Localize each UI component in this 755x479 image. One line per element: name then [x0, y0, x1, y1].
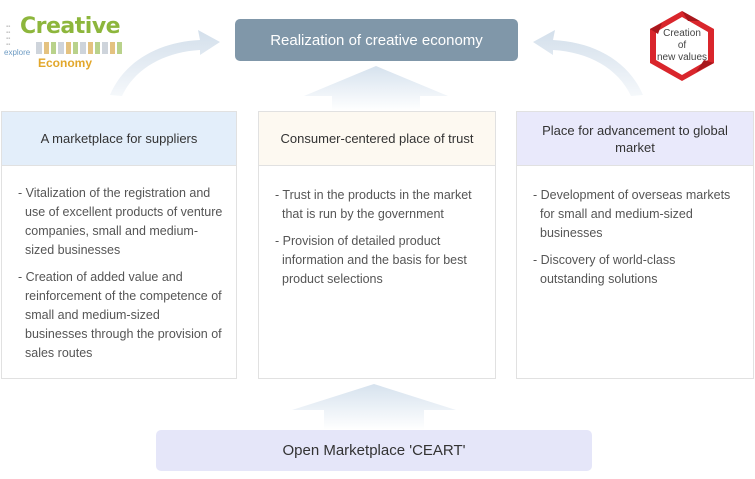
red-ribbon-icon [650, 11, 714, 81]
top-goal-title: Realization of creative economy [270, 31, 483, 49]
list-item: - Trust in the products in the market th… [275, 188, 472, 221]
column-list: - Development of overseas markets for sm… [533, 186, 741, 297]
up-arrow-top-center [304, 66, 448, 111]
creative-economy-logo: ▪▪▪▪▪▪▪▪ explore Creative Economy [0, 12, 130, 82]
column-suppliers: A marketplace for suppliers - Vitalizati… [1, 111, 237, 379]
list-item: - Provision of detailed product informat… [275, 234, 467, 286]
wordcloud-word: explore [4, 48, 31, 57]
logo-sub-word: Economy [38, 56, 93, 70]
wordcloud-filler-row [36, 42, 122, 54]
column-title: A marketplace for suppliers [2, 112, 236, 166]
badge-line-3: new values [656, 52, 708, 63]
badge-text: Creation of new values [644, 28, 720, 64]
badge-line-1: Creation [663, 28, 701, 39]
curved-arrow-right [533, 30, 643, 96]
curved-arrow-left [110, 30, 220, 96]
column-consumer-trust: Consumer-centered place of trust - Trust… [258, 111, 496, 379]
badge-line-2: of [677, 40, 687, 51]
wordcloud-filler: ▪▪▪▪▪▪▪▪ [6, 24, 11, 48]
top-goal-banner: Realization of creative economy [235, 19, 518, 61]
column-title: Place for advancement to global market [517, 112, 753, 166]
list-item: - Creation of added value and reinforcem… [18, 270, 222, 360]
column-global-market: Place for advancement to global market -… [516, 111, 754, 379]
new-values-badge: Creation of new values [644, 8, 720, 84]
list-item: - Development of overseas markets for sm… [533, 188, 731, 240]
foundation-banner: Open Marketplace 'CEART' [156, 430, 592, 471]
up-arrow-bottom-center [292, 384, 456, 430]
column-title: Consumer-centered place of trust [259, 112, 495, 166]
list-item: - Discovery of world-class outstanding s… [533, 253, 676, 286]
column-list: - Trust in the products in the market th… [275, 186, 483, 297]
foundation-title: Open Marketplace 'CEART' [282, 442, 466, 459]
list-item: - Vitalization of the registration and u… [18, 186, 223, 257]
column-list: - Vitalization of the registration and u… [18, 184, 224, 371]
logo-main-word: Creative [20, 14, 121, 39]
